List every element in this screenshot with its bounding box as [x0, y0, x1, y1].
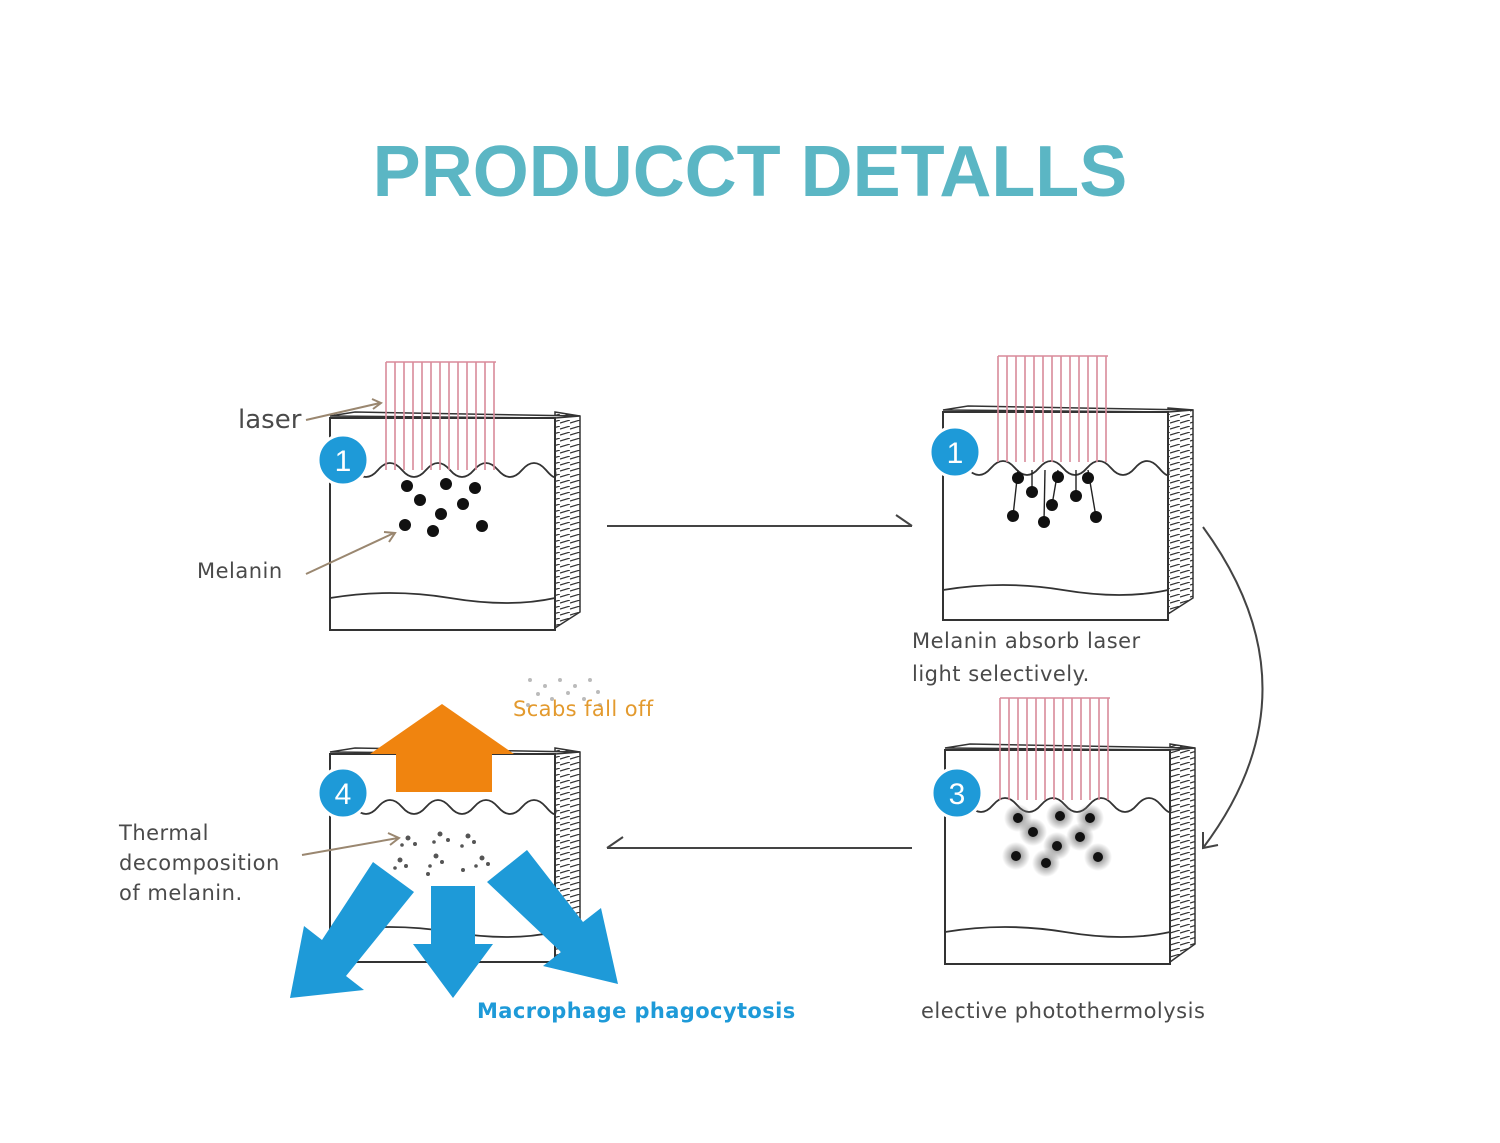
- melanin-label: Melanin: [197, 559, 283, 583]
- svg-text:4: 4: [335, 778, 352, 811]
- svg-text:1: 1: [947, 437, 964, 470]
- laser-beam-step-3: [999, 697, 1110, 800]
- thermal-label-line-2: decomposition: [119, 851, 280, 875]
- skin-block-step-3: [944, 743, 1196, 965]
- laser-beam-step-1: [385, 361, 496, 470]
- skin-block-step-2: [942, 405, 1194, 621]
- absorb-label-line-2: light selectively.: [912, 662, 1090, 686]
- laser-beam-step-2: [997, 355, 1108, 462]
- arrow-step3-to-step4: [606, 836, 912, 849]
- skin-block-step-1: [329, 411, 581, 631]
- thermal-pointer-line: [301, 837, 399, 856]
- thermal-label-line-3: of melanin.: [119, 881, 243, 905]
- thermal-label-line-1: Thermal: [118, 821, 209, 845]
- laser-pointer-line: [305, 402, 381, 421]
- step-badge-3: 3: [930, 766, 984, 820]
- scabs-up-arrow: [370, 704, 514, 792]
- macrophage-arrow-down: [413, 886, 493, 998]
- arrow-step2-to-step3: [1202, 526, 1264, 850]
- photothermolysis-label: elective photothermolysis: [921, 999, 1205, 1023]
- step-badge-4: 4: [316, 766, 370, 820]
- macrophage-arrow-left: [290, 862, 414, 998]
- svg-text:1: 1: [335, 445, 352, 478]
- melanin-pointer-line: [305, 532, 395, 575]
- macrophage-label: Macrophage phagocytosis: [477, 999, 796, 1023]
- arrow-step1-to-step2: [607, 514, 913, 527]
- scabs-label: Scabs fall off: [513, 697, 654, 721]
- svg-text:3: 3: [949, 778, 966, 811]
- melanin-particles-step-1: [399, 478, 488, 537]
- page-title: PRODUCCT DETALLS: [373, 132, 1128, 212]
- heated-melanin-step-3: [1002, 802, 1112, 877]
- macrophage-arrow-right: [487, 850, 618, 984]
- scab-particles: [526, 678, 602, 707]
- step-badge-1: 1: [316, 433, 370, 487]
- melanin-dots-step-2: [1007, 471, 1102, 528]
- step-badge-2: 1: [928, 425, 982, 479]
- fragmented-melanin-step-4: [393, 831, 490, 876]
- laser-label: laser: [238, 405, 302, 435]
- absorb-label-line-1: Melanin absorb laser: [912, 629, 1141, 653]
